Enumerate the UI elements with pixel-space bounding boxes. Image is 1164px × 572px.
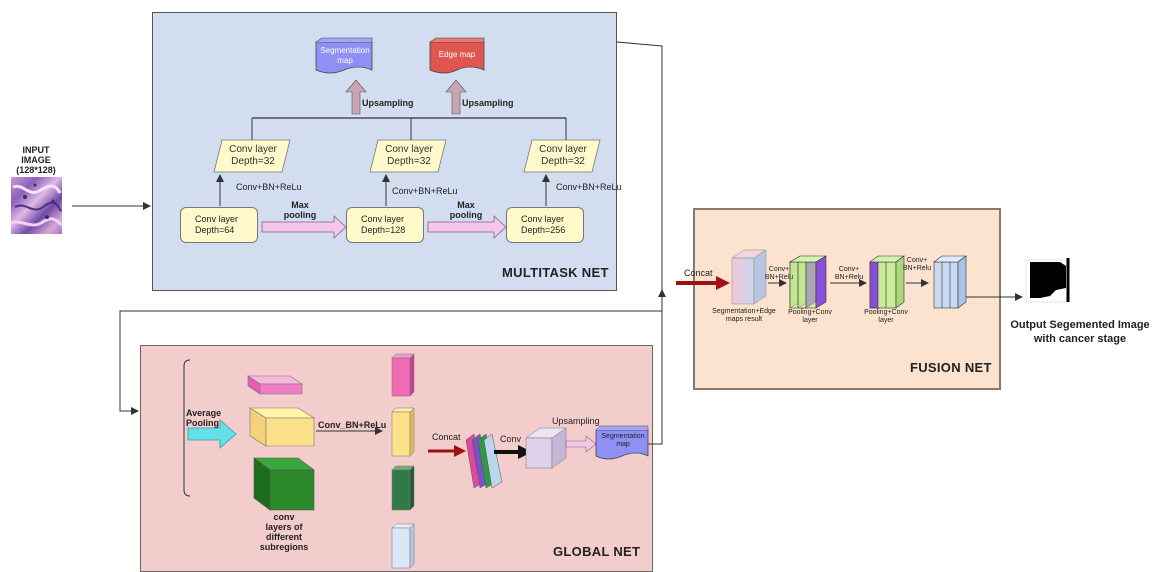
bottom-conv-1-line1: Conv layer	[195, 214, 238, 225]
output-title-line2: with cancer stage	[997, 332, 1163, 346]
max-pooling-label-2: Max pooling	[448, 200, 484, 220]
output-title-line1: Output Segemented Image	[997, 318, 1163, 332]
bottom-conv-layer-1: Conv layer Depth=64	[180, 207, 258, 243]
multitask-upsampling-label-2: Upsampling	[462, 98, 514, 108]
bottom-conv-layer-2: Conv layer Depth=128	[346, 207, 424, 243]
multitask-upsampling-label-1: Upsampling	[362, 98, 414, 108]
top-conv-1-line1: Conv layer	[229, 144, 277, 156]
output-title: Output Segemented Image with cancer stag…	[997, 318, 1163, 346]
fusion-pc2-line1: Pooling+Conv	[864, 309, 908, 317]
fusion-conv-bn-relu-1: Conv+ BN+Relu	[764, 266, 794, 282]
global-upsampling-label: Upsampling	[552, 416, 600, 426]
fusion-pc1-line2: layer	[788, 317, 832, 325]
fusion-seg-edge-label: Segmentation+Edge maps result	[706, 308, 782, 324]
fusion-pc1-line1: Pooling+Conv	[788, 309, 832, 317]
bottom-conv-2-line1: Conv layer	[361, 214, 404, 225]
global-concat-label: Concat	[432, 432, 461, 442]
global-seg-map-line1: Segmentation	[598, 433, 648, 441]
fusion-cbr3-line2: BN+Relu	[902, 265, 932, 273]
fusion-conv-bn-relu-2: Conv+ BN+Relu	[834, 266, 864, 282]
top-conv-3-line1: Conv layer	[539, 144, 587, 156]
bottom-conv-layer-3: Conv layer Depth=256	[506, 207, 584, 243]
global-seg-map-label: Segmentation map	[598, 433, 648, 449]
fusion-pool-conv-label-1: Pooling+Conv layer	[788, 309, 832, 325]
max-pooling-1-line1: Max	[282, 200, 318, 210]
subregions-label: conv layers of different subregions	[254, 512, 314, 552]
subregions-line1: conv	[254, 512, 314, 522]
fusion-pc2-line2: layer	[864, 317, 908, 325]
conv-bn-relu-label-2: Conv+BN+ReLu	[392, 186, 458, 196]
avg-pooling-line2: Pooling	[186, 418, 230, 428]
seg-map-line1: Segmentation	[318, 46, 372, 56]
max-pooling-2-line2: pooling	[448, 210, 484, 220]
subregions-line2: layers of	[254, 522, 314, 532]
fusion-seg-edge-line1: Segmentation+Edge	[706, 308, 782, 316]
fusion-pool-conv-label-2: Pooling+Conv layer	[864, 309, 908, 325]
top-conv-1-line2: Depth=32	[231, 156, 275, 168]
fusion-cbr2-line1: Conv+	[834, 266, 864, 274]
subregions-line4: subregions	[254, 542, 314, 552]
fusion-concat-label: Concat	[684, 268, 713, 278]
bottom-conv-1-line2: Depth=64	[195, 225, 234, 236]
global-conv-bn-relu-label: Conv_BN+ReLu	[318, 420, 386, 430]
fusion-cbr3-line1: Conv+	[902, 257, 932, 265]
top-conv-3-line2: Depth=32	[541, 156, 585, 168]
fusion-cbr1-line1: Conv+	[764, 266, 794, 274]
max-pooling-label-1: Max pooling	[282, 200, 318, 220]
top-conv-2-line1: Conv layer	[385, 144, 433, 156]
conv-bn-relu-label-3: Conv+BN+ReLu	[556, 182, 622, 192]
top-conv-2-line2: Depth=32	[387, 156, 431, 168]
multitask-edge-map-label: Edge map	[430, 50, 484, 60]
global-seg-map-line2: map	[598, 441, 648, 449]
max-pooling-1-line2: pooling	[282, 210, 318, 220]
global-conv-label: Conv	[500, 434, 521, 444]
subregions-line3: different	[254, 532, 314, 542]
seg-map-line2: map	[318, 56, 372, 66]
average-pooling-label: Average Pooling	[186, 408, 230, 428]
avg-pooling-line1: Average	[186, 408, 230, 418]
fusion-cbr2-line2: BN+Relu	[834, 274, 864, 282]
conv-bn-relu-label-1: Conv+BN+ReLu	[236, 182, 302, 192]
bottom-conv-2-line2: Depth=128	[361, 225, 405, 236]
fusion-seg-edge-line2: maps result	[706, 316, 782, 324]
fusion-cbr1-line2: BN+Relu	[764, 274, 794, 282]
max-pooling-2-line1: Max	[448, 200, 484, 210]
bottom-conv-3-line1: Conv layer	[521, 214, 564, 225]
multitask-seg-map-label: Segmentation map	[318, 46, 372, 66]
bottom-conv-3-line2: Depth=256	[521, 225, 565, 236]
fusion-conv-bn-relu-3: Conv+ BN+Relu	[902, 257, 932, 273]
